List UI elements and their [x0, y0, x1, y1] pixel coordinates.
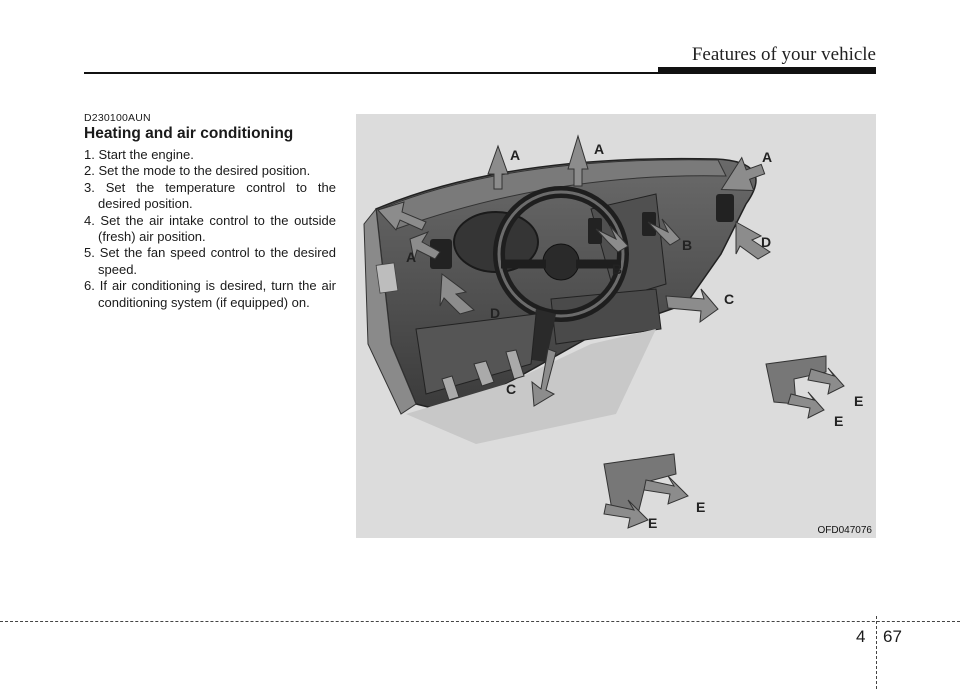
label-e-1: E	[854, 393, 863, 409]
label-a-1: A	[510, 147, 520, 163]
step-2: 2. Set the mode to the desired position.	[84, 163, 311, 179]
arrow-e-1	[807, 367, 845, 395]
header-rule-thick	[658, 67, 876, 74]
label-b-2: B	[612, 261, 622, 277]
arrow-b-1	[595, 225, 629, 253]
center-console	[550, 288, 662, 345]
label-e-2: E	[834, 413, 843, 429]
center-vent-left	[588, 218, 602, 244]
lower-dash-panel	[415, 313, 537, 395]
label-e-3: E	[696, 499, 705, 515]
footer-rule	[0, 621, 960, 622]
arrow-b-2	[647, 218, 681, 246]
arrow-e-3	[643, 475, 689, 505]
right-side-vent	[716, 194, 734, 222]
label-a-3: A	[762, 149, 772, 165]
center-vent-right	[642, 212, 656, 236]
floor	[406, 329, 656, 444]
figure-code: OFD047076	[817, 525, 872, 536]
dashboard-airflow-figure: A A A A B B C C D D E E E E OFD047076	[356, 114, 876, 538]
dash-top-pad	[377, 159, 727, 230]
arrow-e-2	[787, 391, 825, 419]
left-side-vent	[430, 239, 452, 269]
rear-duct-right	[765, 355, 827, 405]
label-c-1: C	[724, 291, 734, 307]
label-b-1: B	[682, 237, 692, 253]
arrow-c-1	[665, 288, 719, 324]
page-number: 67	[883, 627, 902, 646]
step-4: 4. Set the air intake control to the out…	[84, 212, 336, 245]
arrow-a-4	[377, 201, 427, 231]
steering-hub	[542, 243, 580, 281]
label-a-2: A	[594, 141, 604, 157]
arrow-a-3	[720, 156, 766, 192]
chapter-number: 4	[856, 627, 866, 646]
arrow-c-2	[531, 348, 557, 407]
pedal-accelerator	[505, 349, 525, 380]
pedal-clutch	[441, 375, 460, 401]
section-code: D230100AUN	[84, 112, 151, 124]
arrow-a-1	[487, 144, 509, 190]
arrow-e-4	[603, 499, 649, 529]
label-e-4: E	[648, 515, 657, 531]
section-heading: Heating and air conditioning	[84, 125, 294, 142]
arrow-d-1	[735, 221, 771, 260]
arrow-d-2	[439, 273, 476, 315]
dashboard-illustration: A A A A B B C C D D E E E E	[363, 134, 863, 531]
step-6: 6. If air conditioning is desired, turn …	[84, 278, 336, 310]
airflow-arrows	[377, 134, 845, 529]
footer-divider	[876, 616, 877, 689]
label-a-4: A	[406, 249, 416, 265]
arrow-a-5	[409, 231, 441, 261]
pedal-brake	[473, 360, 495, 387]
step-1: 1. Start the engine.	[84, 147, 194, 162]
step-5: 5. Set the fan speed control to the desi…	[84, 245, 336, 277]
label-c-2: C	[506, 381, 516, 397]
label-d-1: D	[761, 234, 771, 250]
running-header: Features of your vehicle	[691, 44, 876, 65]
step-3: 3. Set the temperature control to the de…	[84, 179, 336, 212]
warning-label	[375, 262, 399, 294]
steps-list: 1. Start the engine. 2. Set the mode to …	[84, 147, 336, 311]
arrow-a-2	[567, 134, 589, 187]
left-side-panel	[363, 207, 417, 415]
label-d-2: D	[490, 305, 500, 321]
header-rule	[84, 72, 876, 74]
